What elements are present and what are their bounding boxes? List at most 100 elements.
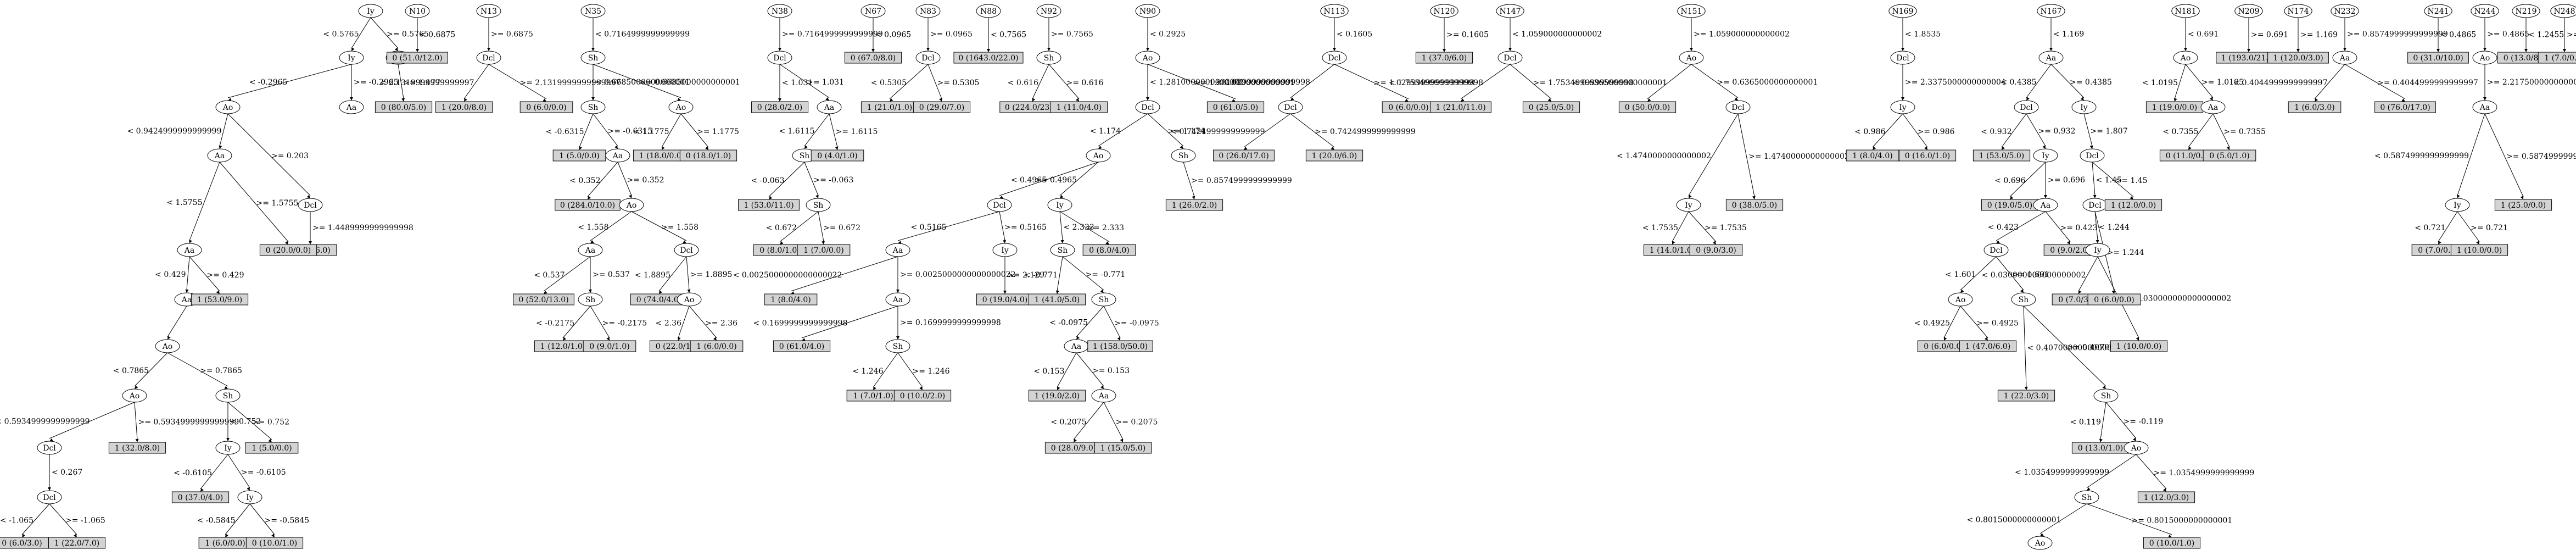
edge-label: >= 0.4865 [2487, 30, 2529, 39]
leaf-box [1846, 149, 1899, 162]
edge-label: < 0.4925 [1914, 319, 1950, 328]
edge-label: >= 0.616 [1066, 79, 1104, 87]
tree-split-node: Ao [1086, 148, 1111, 163]
leaf-box [913, 101, 971, 113]
edge-arrowhead [987, 49, 990, 52]
tree-edge [2050, 64, 2085, 98]
node-label: Iy [348, 54, 355, 63]
edge-label: < 0.4865 [2440, 31, 2476, 40]
tree-edge [804, 113, 830, 147]
tree-edge [2185, 64, 2214, 98]
node-label: 0 (18.0/1.0) [686, 152, 731, 160]
node-label: 1 (7.0/0.0) [803, 246, 844, 255]
edge-arrowhead [873, 386, 876, 390]
node-label: 0 (52.0/13.0) [518, 296, 568, 304]
tree-edge [2105, 402, 2137, 439]
tree-edge [227, 113, 311, 196]
edge-label: < 0.7865 [113, 366, 149, 375]
edge-label: >= 0.1699999999999998 [900, 319, 1001, 327]
node-ellipse [358, 4, 383, 18]
edge-label: >= 1.169 [2300, 31, 2338, 40]
edge-arrowhead [1901, 97, 1904, 101]
edge-arrowhead [2002, 146, 2005, 150]
tree-split-node: N209 [2234, 4, 2263, 18]
node-label: 0 (37.0/4.0) [178, 493, 223, 502]
node-ellipse [2472, 100, 2497, 114]
edge-label: < 0.429 [155, 270, 186, 279]
node-label: 0 (61.0/4.0) [779, 342, 824, 351]
node-ellipse [578, 292, 603, 307]
node-label: Aa [184, 246, 194, 255]
node-ellipse [767, 4, 792, 18]
tree-split-node: Sh [1171, 148, 1196, 163]
tree-split-node: Aa [605, 148, 630, 163]
tree-split-node: Ao [619, 198, 644, 212]
node-ellipse [405, 4, 430, 18]
edge-label: >= 0.8574999999999999 [1191, 176, 1292, 185]
tree-edge [999, 211, 1005, 241]
tree-split-node: Aa [207, 148, 232, 163]
edge-label: < -0.2965 [249, 78, 288, 87]
edge-label: >= 0.5305 [937, 79, 980, 87]
tree-edge [1996, 256, 2024, 291]
tree-split-node: Iy [1047, 198, 1072, 212]
tree-split-node: N167 [2037, 4, 2065, 18]
tree-edge [167, 305, 187, 337]
leaf-box [2143, 537, 2201, 549]
tree-edge [189, 256, 220, 292]
edge-label: < 0.119 [2070, 418, 2101, 427]
tree-split-node: Aa [885, 243, 910, 257]
node-label: N88 [980, 7, 997, 16]
tree-leaf-node: 1 (32.0/8.0) [108, 442, 166, 454]
tree-split-node: Iy [1890, 100, 1915, 114]
node-label: Iy [2094, 246, 2102, 255]
leaf-box [2104, 199, 2163, 211]
tree-edge [1290, 113, 1335, 148]
tree-edge [2457, 211, 2480, 242]
leaf-box [171, 491, 230, 503]
node-ellipse [2033, 198, 2058, 212]
edge-label: >= 1.0195 [2201, 78, 2244, 87]
edge-arrowhead [2524, 49, 2528, 52]
node-ellipse [1091, 292, 1116, 307]
node-label: Dcl [2020, 103, 2033, 112]
tree-edge [2484, 113, 2524, 197]
tree-leaf-node: 0 (80.0/5.0) [375, 101, 433, 113]
edge-arrowhead [2438, 241, 2441, 245]
edge-label: >= 0.691 [2251, 31, 2288, 40]
tree-edge [1057, 352, 1077, 388]
edge-arrowhead [2184, 48, 2187, 51]
node-ellipse [1086, 148, 1111, 163]
node-label: Ao [2180, 54, 2191, 63]
edge-label: >= 0.8574999999999999 [2347, 30, 2448, 39]
tree-leaf-node: 1 (5.0/0.0) [245, 442, 299, 454]
node-label: 1 (21.0/1.0) [867, 103, 912, 112]
node-label: 0 (9.0/3.0) [1696, 246, 1736, 255]
leaf-box [1082, 244, 1136, 256]
node-label: 0 (6.0/3.0) [2, 539, 42, 548]
edge-arrowhead [896, 336, 899, 340]
node-label: Ao [1686, 54, 1697, 63]
leaf-box [1725, 199, 1784, 211]
edge-arrowhead [2111, 290, 2115, 294]
leaf-box [519, 101, 573, 113]
edge-arrowhead [791, 291, 795, 295]
node-ellipse [2284, 4, 2312, 18]
node-label: N174 [2288, 7, 2309, 16]
node-label: Sh [588, 54, 599, 63]
node-label: Iy [367, 7, 375, 16]
tree-split-node: N35 [580, 4, 606, 18]
node-label: Iy [2454, 201, 2461, 210]
tree-edge [1510, 64, 1552, 99]
node-ellipse [2472, 51, 2497, 65]
tree-leaf-node: 0 (19.0/5.0) [1981, 199, 2039, 211]
tree-edge [1098, 113, 1148, 147]
node-label: 1 (19.0/2.0) [1035, 392, 1080, 401]
tree-leaf-node: 0 (61.0/5.0) [1206, 101, 1265, 113]
node-label: 0 (11.0/0.0) [2166, 152, 2211, 160]
tree-edge [1334, 64, 1409, 99]
tree-split-node: Sh [580, 51, 606, 65]
leaf-box [2137, 491, 2195, 503]
edge-arrowhead [2563, 49, 2566, 52]
tree-edge [1076, 305, 1104, 337]
